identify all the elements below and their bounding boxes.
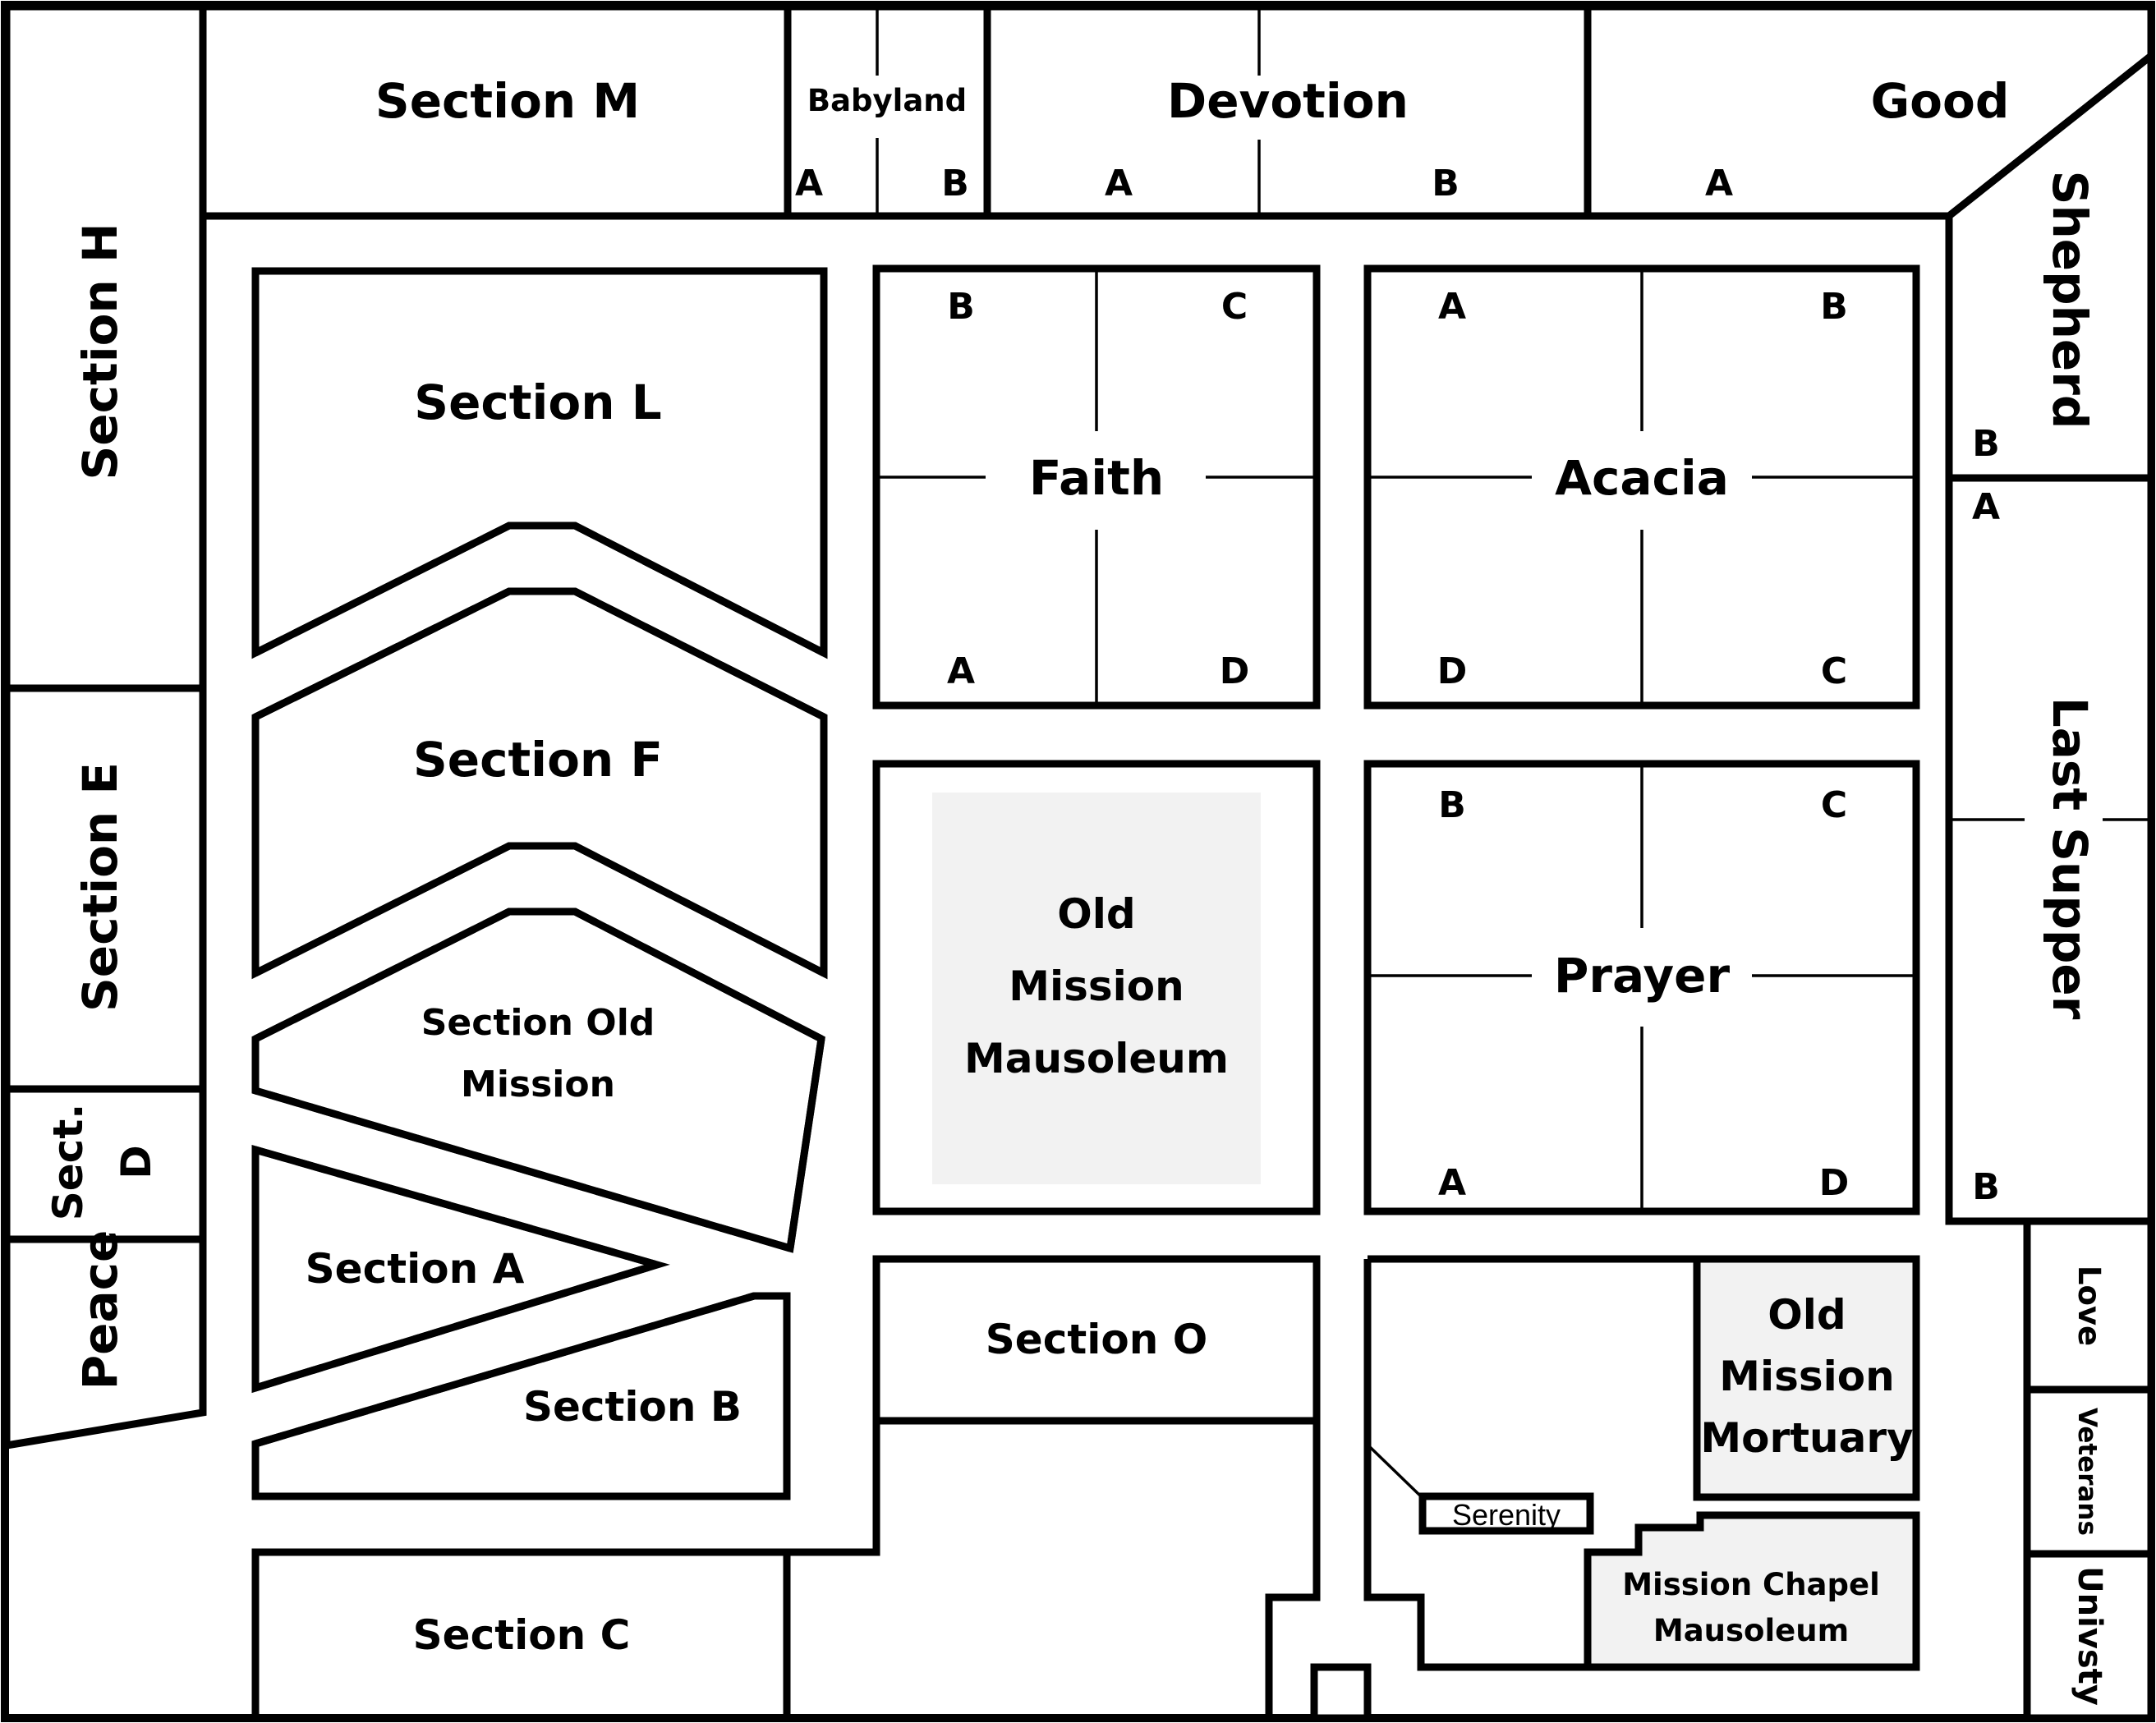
old-mission-mortuary-label-line2: Mission bbox=[1719, 1353, 1895, 1400]
faith-a-label: A bbox=[947, 650, 975, 692]
mission-chapel-mausoleum[interactable]: Mission Chapel Mausoleum bbox=[1584, 1511, 1920, 1671]
sect-d-label-line1: Sect. bbox=[44, 1104, 92, 1220]
section-old-mission-label-line1: Section Old bbox=[421, 1002, 655, 1044]
section-a-label: Section A bbox=[306, 1245, 525, 1293]
faith-label: Faith bbox=[1029, 450, 1164, 506]
faith-c-label: C bbox=[1221, 286, 1248, 328]
acacia-c-label: C bbox=[1821, 650, 1847, 692]
good-a-label: A bbox=[1705, 163, 1733, 204]
mission-chapel-mausoleum-label-line2: Mausoleum bbox=[1653, 1613, 1849, 1648]
devotion-b-label: B bbox=[1432, 163, 1460, 204]
last-supper-b-label: B bbox=[1972, 1166, 2000, 1208]
section-h[interactable]: Section H bbox=[2, 2, 207, 692]
babyland[interactable]: Babyland A B bbox=[784, 2, 991, 220]
section-f[interactable]: Section F bbox=[251, 587, 828, 980]
section-o[interactable]: Section O bbox=[872, 1255, 1321, 1425]
faith-b-label: B bbox=[947, 286, 975, 328]
section-l[interactable]: Section L bbox=[251, 267, 828, 659]
section-old-mission[interactable]: Section Old Mission bbox=[251, 907, 825, 1253]
babyland-b-label: B bbox=[941, 163, 969, 204]
serenity[interactable]: Serenity bbox=[1418, 1492, 1594, 1535]
serenity-label: Serenity bbox=[1452, 1498, 1561, 1532]
prayer-label: Prayer bbox=[1554, 948, 1731, 1004]
shepherd-b-label: B bbox=[1972, 423, 2000, 465]
last-supper[interactable]: Last Supper A B bbox=[1945, 474, 2155, 1225]
section-l-label: Section L bbox=[414, 374, 661, 430]
devotion-a-label: A bbox=[1105, 163, 1133, 204]
prayer-c-label: C bbox=[1821, 784, 1847, 826]
section-old-mission-label-line2: Mission bbox=[461, 1064, 615, 1105]
acacia[interactable]: Acacia A B D C bbox=[1363, 264, 1920, 710]
old-mission-mausoleum-label-line3: Mausoleum bbox=[964, 1035, 1229, 1082]
faith-d-label: D bbox=[1220, 650, 1250, 692]
veterans-label: Veterans bbox=[2072, 1408, 2102, 1536]
devotion[interactable]: Devotion A B bbox=[983, 2, 1592, 220]
old-mission-mausoleum-label-line2: Mission bbox=[1009, 963, 1184, 1010]
univsty-label: Univsty bbox=[2071, 1566, 2108, 1706]
acacia-label: Acacia bbox=[1555, 450, 1729, 506]
mission-chapel-mausoleum-label-line1: Mission Chapel bbox=[1622, 1567, 1880, 1602]
shepherd[interactable]: Shepherd B bbox=[1945, 48, 2155, 482]
prayer-b-label: B bbox=[1438, 784, 1466, 826]
prayer-a-label: A bbox=[1438, 1162, 1466, 1204]
section-e[interactable]: Section E bbox=[2, 684, 207, 1093]
sect-d[interactable]: Sect. D bbox=[2, 1085, 207, 1243]
section-m[interactable]: Section M bbox=[199, 2, 792, 220]
shepherd-label: Shepherd bbox=[2042, 171, 2098, 430]
faith[interactable]: Faith B C A D bbox=[872, 264, 1321, 710]
section-a[interactable]: Section A bbox=[251, 1145, 670, 1394]
acacia-d-label: D bbox=[1437, 650, 1468, 692]
gate-box bbox=[1310, 1663, 1372, 1722]
old-mission-mortuary[interactable]: Old Mission Mortuary bbox=[1693, 1255, 1920, 1501]
section-f-label: Section F bbox=[413, 732, 663, 788]
last-supper-a-label: A bbox=[1972, 486, 2000, 528]
sect-d-label-line2: D bbox=[113, 1145, 160, 1179]
univsty[interactable]: Univsty bbox=[2023, 1550, 2155, 1722]
love-label: Love bbox=[2071, 1266, 2107, 1346]
acacia-b-label: B bbox=[1820, 286, 1848, 328]
love[interactable]: Love bbox=[2023, 1217, 2155, 1394]
devotion-label: Devotion bbox=[1167, 73, 1409, 129]
last-supper-label: Last Supper bbox=[2042, 697, 2098, 1020]
peace[interactable]: Peace bbox=[2, 1230, 207, 1450]
veterans[interactable]: Veterans bbox=[2023, 1385, 2155, 1558]
section-h-label: Section H bbox=[72, 223, 128, 480]
prayer[interactable]: Prayer B C A D bbox=[1363, 760, 1920, 1215]
section-m-label: Section M bbox=[375, 73, 640, 129]
babyland-label: Babyland bbox=[807, 83, 967, 118]
good-label: Good bbox=[1871, 73, 2010, 129]
old-mission-mausoleum-label-line1: Old bbox=[1057, 890, 1135, 938]
old-mission-mausoleum[interactable]: Old Mission Mausoleum bbox=[872, 760, 1321, 1215]
babyland-a-label: A bbox=[795, 163, 823, 204]
section-c-label: Section C bbox=[413, 1611, 631, 1659]
prayer-d-label: D bbox=[1819, 1162, 1850, 1204]
section-b-label: Section B bbox=[523, 1383, 742, 1431]
old-mission-mortuary-label-line3: Mortuary bbox=[1700, 1414, 1913, 1462]
section-o-label: Section O bbox=[986, 1316, 1207, 1363]
acacia-a-label: A bbox=[1438, 286, 1466, 328]
section-e-label: Section E bbox=[72, 762, 128, 1012]
old-mission-mortuary-label-line1: Old bbox=[1768, 1291, 1846, 1339]
peace-label: Peace bbox=[72, 1230, 128, 1390]
section-b[interactable]: Section B bbox=[251, 1292, 791, 1500]
